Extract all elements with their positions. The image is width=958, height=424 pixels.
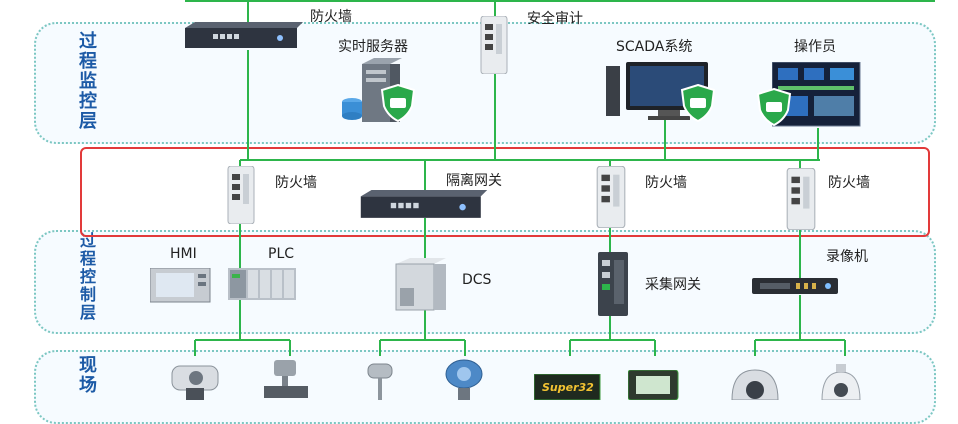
camera-dome-icon bbox=[821, 364, 861, 400]
gateway-label: 隔离网关 bbox=[446, 173, 502, 189]
firewall-2-label: 防火墙 bbox=[645, 175, 687, 191]
transmitter-icon bbox=[445, 359, 483, 400]
isolation-band bbox=[80, 147, 930, 237]
supervisory-layer-title: 过程监控层 bbox=[79, 31, 97, 132]
camera-dome-icon bbox=[731, 369, 779, 400]
actuator-valve-icon bbox=[171, 365, 219, 400]
din-rail-device-icon bbox=[227, 166, 255, 224]
realtime-server-label: 实时服务器 bbox=[338, 39, 408, 55]
meter-icon bbox=[628, 370, 679, 400]
firewall-3-label: 防火墙 bbox=[828, 175, 870, 191]
dcs-cabinet-icon bbox=[395, 258, 446, 311]
recorder-icon bbox=[752, 278, 838, 294]
svg-text:Super32: Super32 bbox=[542, 381, 594, 394]
hmi-label: HMI bbox=[170, 246, 197, 262]
rack-appliance-icon bbox=[360, 190, 488, 218]
shield-icon bbox=[380, 84, 416, 122]
controller-icon: Super32 bbox=[534, 374, 601, 400]
recorder-label: 录像机 bbox=[826, 249, 868, 265]
security-audit-label: 安全审计 bbox=[527, 11, 583, 27]
firewall-1-label: 防火墙 bbox=[275, 175, 317, 191]
field-layer-title: 现场 bbox=[79, 355, 97, 396]
scada-label: SCADA系统 bbox=[616, 39, 693, 55]
network-lines bbox=[185, 0, 935, 356]
shield-icon bbox=[756, 88, 792, 126]
top-firewall-label: 防火墙 bbox=[310, 9, 352, 25]
din-rail-device-icon bbox=[786, 168, 816, 230]
hmi-panel-icon bbox=[150, 268, 211, 303]
thermometer-icon bbox=[367, 363, 393, 400]
dcs-label: DCS bbox=[462, 272, 492, 288]
flowmeter-icon bbox=[264, 360, 308, 398]
plc-label: PLC bbox=[268, 246, 295, 262]
operator-label: 操作员 bbox=[794, 39, 836, 55]
plc-module-icon bbox=[228, 268, 296, 300]
shield-icon bbox=[680, 84, 716, 122]
din-rail-device-icon bbox=[596, 166, 626, 228]
rack-appliance-icon bbox=[185, 22, 303, 48]
control-panel-screen-icon bbox=[772, 62, 861, 127]
collector-label: 采集网关 bbox=[645, 277, 701, 293]
din-rail-device-icon bbox=[480, 16, 508, 74]
din-rail-device-icon bbox=[598, 252, 628, 316]
